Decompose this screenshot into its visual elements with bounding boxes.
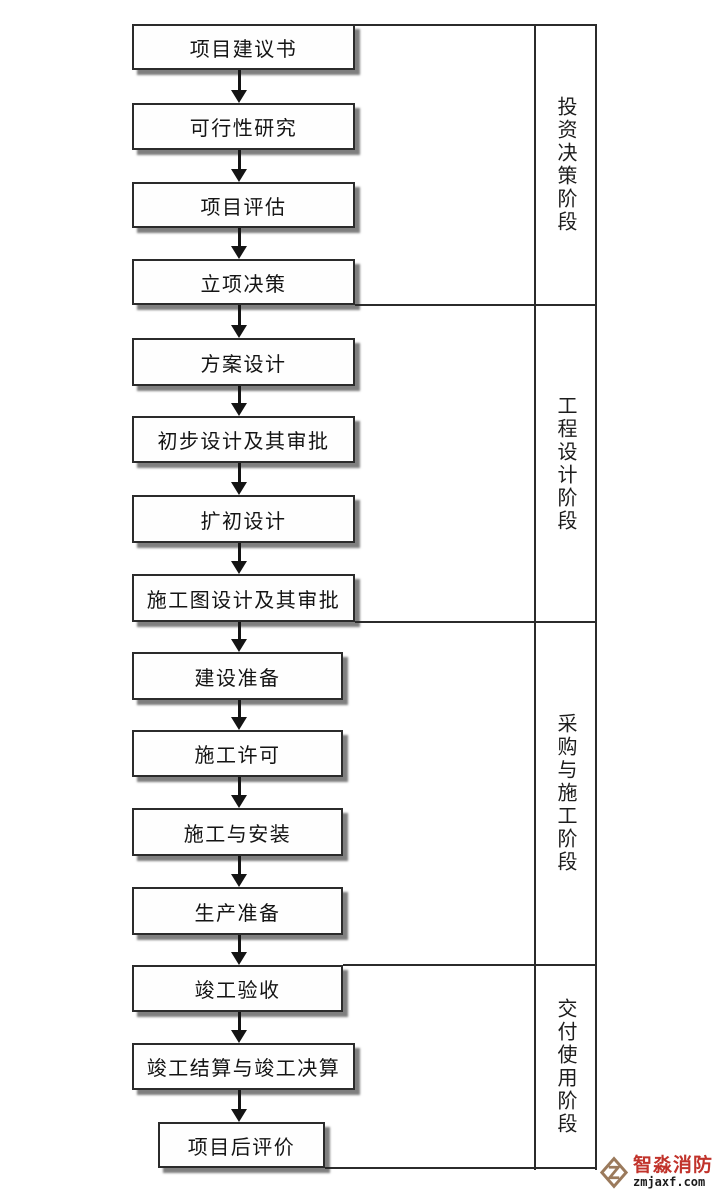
flow-step-label: 方案设计 (200, 353, 287, 376)
down-arrowhead-icon (231, 169, 247, 182)
flow-step-box: 生产准备 (132, 887, 343, 935)
flow-step-box: 施工图设计及其审批 (132, 574, 355, 622)
flow-step-box: 可行性研究 (132, 103, 355, 150)
flow-step-box: 项目评估 (132, 182, 355, 228)
flow-step-label: 项目评估 (200, 196, 287, 219)
phase-label: 工程设计阶段 (554, 394, 576, 533)
down-arrowhead-icon (231, 1030, 247, 1043)
phase-label: 投资决策阶段 (554, 96, 576, 234)
flow-step-box: 立项决策 (132, 259, 355, 305)
band-right-border-line (595, 25, 597, 1170)
phase-label: 交付使用阶段 (554, 997, 576, 1136)
down-arrow-icon (238, 305, 241, 327)
phase-divider-line (325, 1167, 597, 1169)
down-arrow-icon (238, 935, 241, 954)
phase-divider-line (355, 621, 597, 623)
down-arrowhead-icon (231, 795, 247, 808)
down-arrowhead-icon (231, 561, 247, 574)
down-arrowhead-icon (231, 717, 247, 730)
down-arrowhead-icon (231, 403, 247, 416)
down-arrowhead-icon (231, 90, 247, 103)
down-arrow-icon (238, 700, 241, 719)
down-arrowhead-icon (231, 639, 247, 652)
brand-logo-texts: 智淼消防 zmjaxf.com (633, 1155, 713, 1189)
down-arrow-icon (238, 1090, 241, 1111)
down-arrowhead-icon (231, 1109, 247, 1122)
flow-step-box: 施工许可 (132, 730, 343, 777)
phase-divider-line (343, 964, 597, 966)
down-arrow-icon (238, 622, 241, 641)
down-arrowhead-icon (231, 952, 247, 965)
flow-step-label: 项目后评价 (187, 1136, 296, 1159)
down-arrow-icon (238, 856, 241, 876)
down-arrowhead-icon (231, 246, 247, 259)
flow-step-box: 项目建议书 (132, 24, 355, 70)
down-arrow-icon (238, 228, 241, 248)
flow-step-box: 竣工结算与竣工决算 (132, 1043, 355, 1090)
down-arrowhead-icon (231, 482, 247, 495)
flow-step-box: 初步设计及其审批 (132, 416, 355, 463)
band-left-border-line (534, 25, 536, 1170)
brand-logo: 智淼消防 zmjaxf.com (599, 1155, 713, 1189)
phase-cell: 交付使用阶段 (534, 965, 597, 1168)
flow-step-box: 方案设计 (132, 338, 355, 386)
flow-step-label: 可行性研究 (189, 118, 298, 140)
phase-cell: 采购与施工阶段 (534, 622, 597, 965)
flow-step-box: 扩初设计 (132, 495, 355, 543)
down-arrowhead-icon (231, 325, 247, 338)
down-arrow-icon (238, 150, 241, 171)
flow-step-label: 项目建议书 (189, 38, 298, 61)
flow-step-label: 竣工结算与竣工决算 (146, 1058, 341, 1080)
flow-step-box: 项目后评价 (158, 1122, 325, 1168)
down-arrow-icon (238, 70, 241, 92)
down-arrow-icon (238, 1012, 241, 1032)
down-arrow-icon (238, 463, 241, 484)
brand-logo-icon (599, 1155, 629, 1189)
phase-label: 采购与施工阶段 (554, 713, 576, 874)
flow-step-box: 建设准备 (132, 652, 343, 700)
phase-divider-line (355, 304, 597, 306)
phase-divider-line (355, 24, 597, 26)
flow-step-label: 扩初设计 (200, 510, 287, 533)
phase-cell: 投资决策阶段 (534, 25, 597, 305)
flow-step-box: 竣工验收 (132, 965, 343, 1012)
flow-step-label: 施工图设计及其审批 (146, 589, 341, 612)
flow-step-box: 施工与安装 (132, 808, 343, 856)
down-arrow-icon (238, 543, 241, 563)
flow-step-label: 生产准备 (194, 902, 281, 925)
down-arrowhead-icon (231, 874, 247, 887)
flow-step-label: 竣工验收 (194, 980, 281, 1002)
flow-step-label: 施工与安装 (183, 823, 292, 846)
flow-step-label: 立项决策 (200, 273, 287, 296)
down-arrow-icon (238, 386, 241, 405)
brand-domain: zmjaxf.com (633, 1175, 706, 1189)
flow-step-label: 建设准备 (194, 667, 281, 690)
down-arrow-icon (238, 777, 241, 797)
flow-step-label: 施工许可 (194, 745, 281, 767)
flow-step-label: 初步设计及其审批 (157, 431, 330, 453)
phase-cell: 工程设计阶段 (534, 305, 597, 622)
brand-name: 智淼消防 (633, 1155, 714, 1176)
